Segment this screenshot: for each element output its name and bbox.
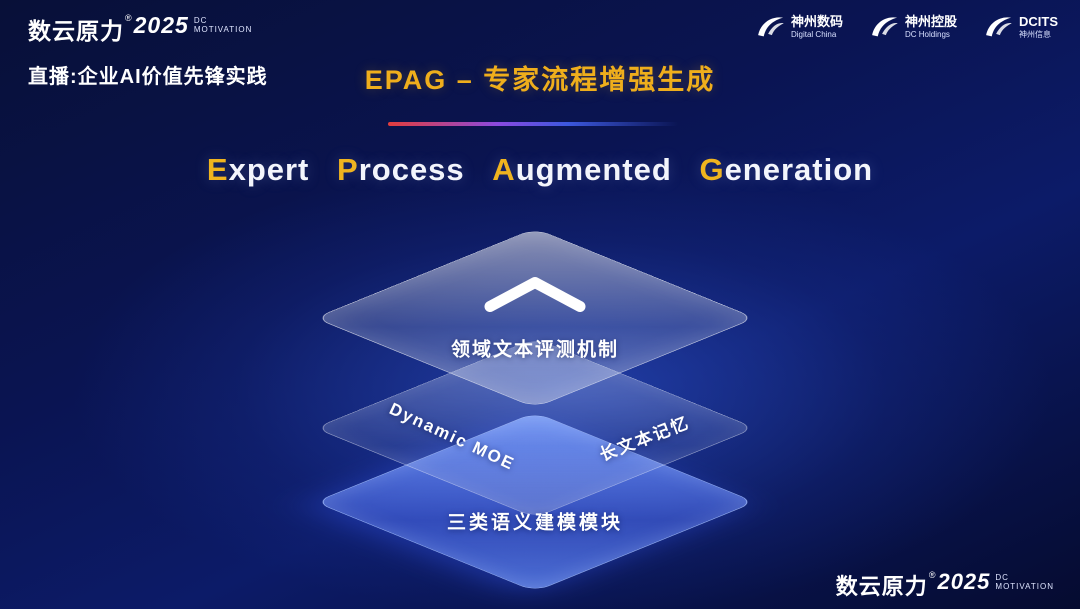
title-word: Generation — [699, 152, 874, 187]
partner-name: DCITS — [1019, 14, 1058, 30]
title-word: Expert — [206, 152, 310, 187]
chevron-up-icon — [479, 274, 591, 321]
brand-logo: 数云原力®2025 DC MOTIVATION — [28, 12, 268, 46]
brand-subtitle: DC MOTIVATION — [194, 16, 253, 34]
brand-subtitle-bottom: MOTIVATION — [193, 25, 253, 35]
brand-subtitle: DC MOTIVATION — [995, 573, 1054, 591]
brand-subtitle-top: DC — [995, 573, 1009, 582]
brand-year: 2025 — [937, 569, 991, 594]
partner-subname: 神州信息 — [1019, 30, 1051, 39]
brand-subtitle-bottom: MOTIVATION — [995, 582, 1054, 592]
brand-year: 2025 — [133, 12, 189, 38]
dcits-swoosh-icon — [983, 12, 1013, 42]
partner-dc-holdings: 神州控股 DC Holdings — [869, 12, 957, 42]
partner-name: 神州数码 — [790, 14, 843, 30]
layer-bottom-label: 三类语义建模模块 — [446, 512, 624, 534]
header-left: 数云原力®2025 DC MOTIVATION 直播:企业AI价值先锋实践 — [28, 12, 268, 89]
title-english: Expert Process Augmented Generation — [0, 152, 1080, 188]
brand-subtitle-top: DC — [193, 16, 208, 25]
title-divider — [388, 122, 678, 126]
brand-name: 数云原力 — [28, 18, 124, 44]
brand-registered-mark: ® — [125, 13, 132, 23]
brand-name: 数云原力 — [835, 574, 928, 599]
partner-name: 神州控股 — [904, 14, 957, 30]
partner-digital-china: 神州数码 Digital China — [755, 12, 843, 42]
partner-text: 神州控股 DC Holdings — [905, 14, 957, 39]
footer-brand-logo: 数云原力®2025 DC MOTIVATION — [836, 569, 1054, 601]
title-word: Augmented — [492, 152, 672, 187]
partner-text: 神州数码 Digital China — [791, 14, 843, 39]
partner-subname: Digital China — [790, 30, 837, 39]
partner-subname: DC Holdings — [904, 30, 950, 39]
partner-text: DCITS 神州信息 — [1019, 14, 1058, 39]
live-label: 直播:企业AI价值先锋实践 — [28, 66, 268, 88]
layer-top-label: 领域文本评测机制 — [450, 339, 620, 361]
partner-logos: 神州数码 Digital China 神州控股 DC Holdings — [755, 12, 1058, 42]
digital-china-swoosh-icon — [755, 12, 785, 42]
partner-dcits: DCITS 神州信息 — [983, 12, 1058, 42]
dc-holdings-swoosh-icon — [869, 12, 899, 42]
title-word: Process — [337, 152, 465, 187]
page-title: EPAG – 专家流程增强生成 — [364, 65, 716, 95]
brand-registered-mark: ® — [928, 570, 936, 580]
